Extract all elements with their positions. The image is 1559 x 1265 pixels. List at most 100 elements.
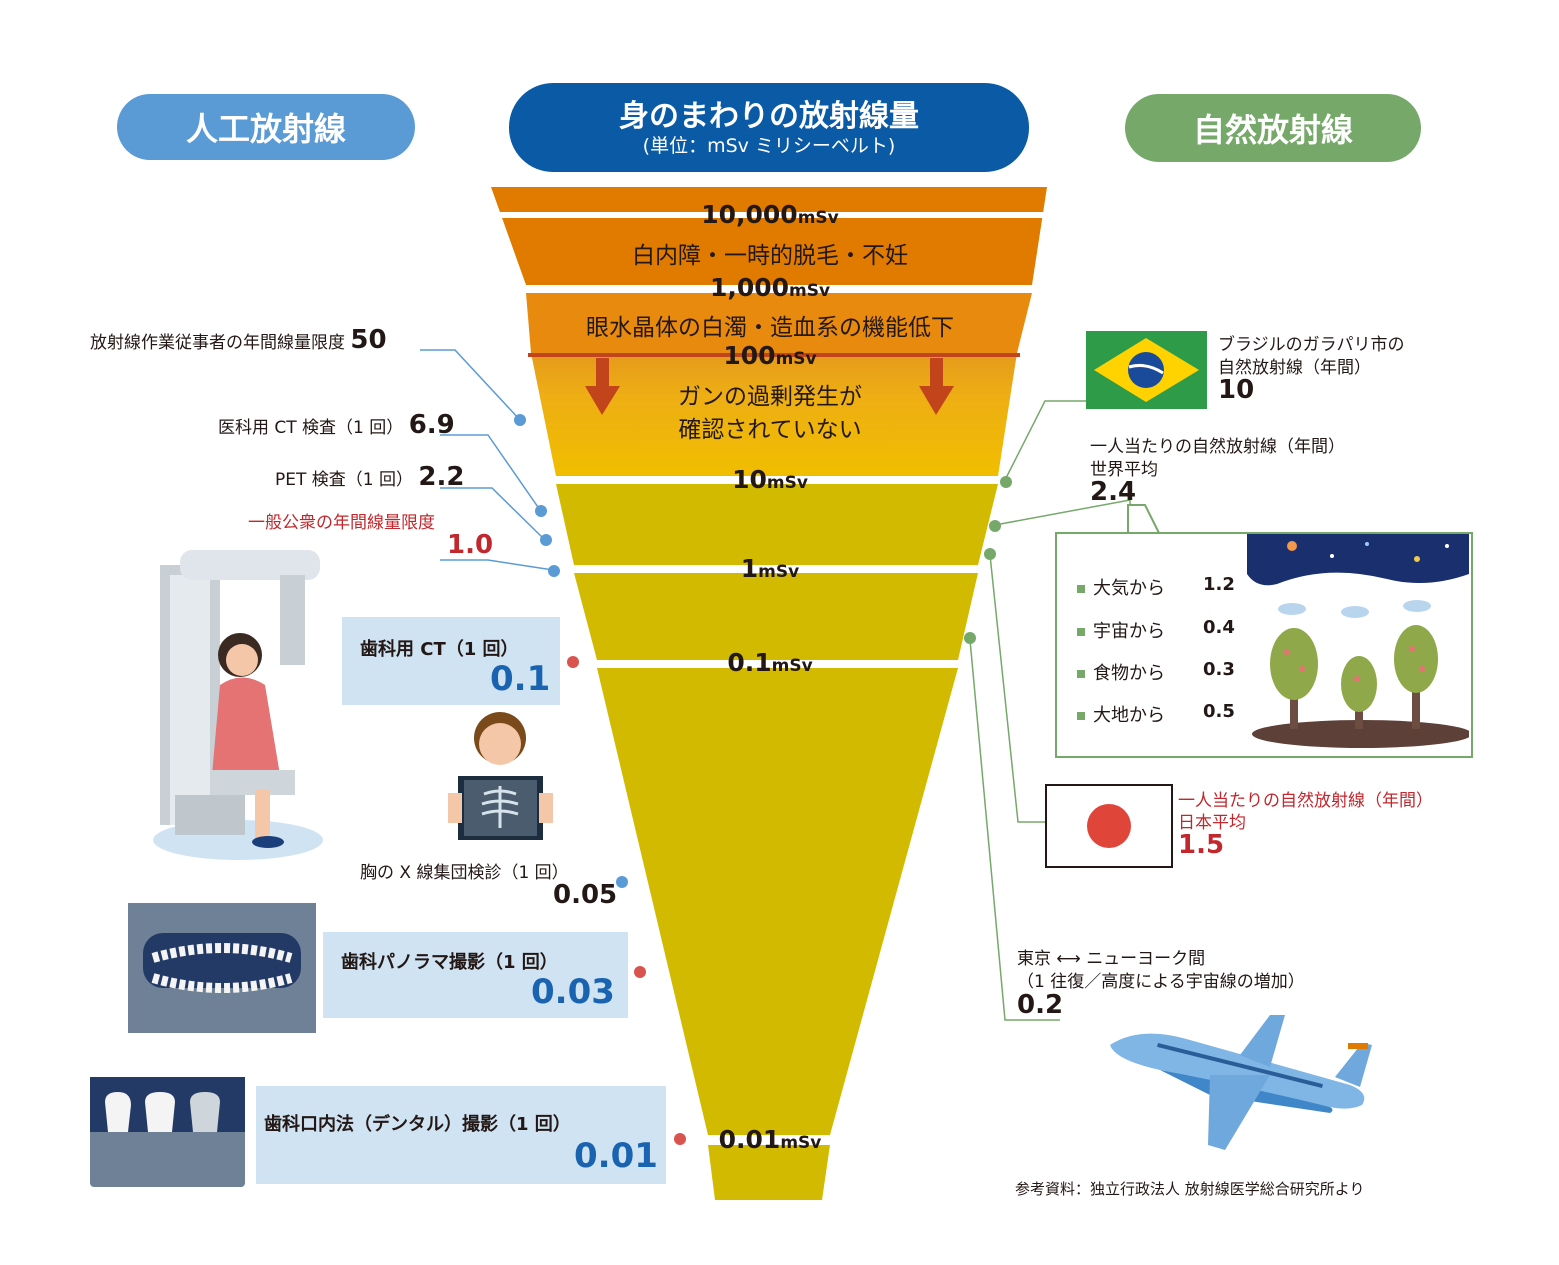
dental-xray-label: 歯科口内法（デンタル）撮影（1 回）: [264, 1114, 571, 1135]
breakdown-row: 食物から 0.3: [1077, 659, 1235, 685]
brazil-flag-icon: [1086, 331, 1207, 409]
medical-ct-dot: [535, 505, 547, 517]
airplane-icon: [1110, 1015, 1372, 1150]
funnel-band-001: [708, 1145, 830, 1200]
tier-label-100: 100mSv: [723, 341, 817, 370]
breakdown-dot: [984, 548, 996, 560]
pet-scan: PET 検査（1 回） 2.2: [275, 462, 464, 492]
breakdown-value: 0.3: [1203, 659, 1235, 680]
dental-xray-icon: [90, 1077, 245, 1187]
breakdown-row: 宇宙から 0.4: [1077, 617, 1235, 643]
tier-label-1: 1mSv: [740, 554, 800, 583]
japan-flag-art: [1087, 804, 1131, 848]
panoramic-xray-icon: [128, 903, 316, 1033]
breakdown-label: 宇宙から: [1093, 621, 1165, 642]
breakdown-label: 大気から: [1093, 578, 1165, 599]
panorama-value: 0.03: [531, 972, 615, 1012]
dental-ct-dot: [567, 656, 579, 668]
dental-ct-label: 歯科用 CT（1 回）: [360, 639, 519, 660]
medical-ct: 医科用 CT 検査（1 回） 6.9: [218, 410, 455, 440]
landscape-sky-trees-icon: [1247, 534, 1469, 748]
breakdown-row: 大地から 0.5: [1077, 701, 1235, 727]
center-unit: (単位：mSv ミリシーベルト): [642, 134, 896, 157]
center-header: 身のまわりの放射線量 (単位：mSv ミリシーベルト): [509, 83, 1029, 172]
brazil-line2: 自然放射線（年間）: [1218, 358, 1371, 378]
center-title: 身のまわりの放射線量: [619, 98, 919, 134]
bullet-square-icon: [1077, 628, 1085, 636]
public-limit-label: 一般公衆の年間線量限度: [248, 513, 435, 533]
funnel-band-10: [556, 484, 998, 565]
japan-value: 1.5: [1178, 830, 1225, 860]
breakdown-value: 0.5: [1203, 701, 1235, 722]
world-line1: 一人当たりの自然放射線（年間）: [1090, 437, 1345, 457]
dental-xray-value: 0.01: [574, 1136, 658, 1176]
panorama-dot: [634, 966, 646, 978]
flight-note: （1 往復／高度による宇宙線の増加）: [1017, 972, 1305, 992]
world-value: 2.4: [1090, 477, 1137, 507]
funnel-band-10000: [491, 187, 1047, 285]
panorama-box: 歯科パノラマ撮影（1 回） 0.03: [323, 932, 628, 1018]
natural-radiation-header: 自然放射線: [1125, 94, 1421, 162]
worker-limit-label: 放射線作業従事者の年間線量限度: [90, 333, 345, 353]
chest-xray-dot: [616, 876, 628, 888]
chest-xray-label: 胸の X 線集団検診（1 回）: [360, 863, 569, 883]
tier-label-10: 10mSv: [732, 465, 808, 494]
brazil-line1: ブラジルのガラパリ市の: [1218, 335, 1405, 355]
pet-scan-label: PET 検査（1 回）: [275, 470, 414, 490]
flight-value: 0.2: [1017, 990, 1064, 1020]
natural-radiation-title: 自然放射線: [1192, 111, 1353, 149]
chest-xray-person-icon: [448, 712, 553, 840]
dental-ct-scanner-icon: [153, 550, 323, 860]
breakdown-row: 大気から 1.2: [1077, 574, 1235, 600]
down-arrow-right-icon: [919, 358, 954, 415]
funnel-band-100: [531, 353, 1017, 476]
down-arrow-left-icon: [585, 358, 620, 415]
flight-from: 東京: [1017, 949, 1051, 969]
breakdown-value: 1.2: [1203, 574, 1235, 595]
chest-xray-value: 0.05: [553, 880, 618, 910]
double-arrow-icon: ⟷: [1056, 949, 1081, 969]
dental-ct-value: 0.1: [490, 659, 551, 699]
effect-cancer-line1: ガンの過剰発生が: [678, 384, 862, 410]
bullet-square-icon: [1077, 712, 1085, 720]
artificial-radiation-title: 人工放射線: [185, 110, 346, 148]
worker-limit-dot: [514, 414, 526, 426]
medical-ct-label: 医科用 CT 検査（1 回）: [218, 418, 404, 438]
funnel-band-1000: [526, 293, 1032, 353]
funnel-band-1: [574, 573, 978, 660]
tier-label-0-1: 0.1mSv: [727, 648, 813, 677]
medical-ct-value: 6.9: [408, 410, 455, 440]
dental-xray-box: 歯科口内法（デンタル）撮影（1 回） 0.01: [256, 1086, 666, 1184]
breakdown-label: 食物から: [1093, 663, 1165, 684]
worker-limit-value: 50: [350, 325, 387, 355]
brazil-dot: [1000, 476, 1012, 488]
funnel-band-01: [597, 668, 958, 1135]
source-credit: 参考資料：独立行政法人 放射線医学総合研究所より: [1015, 1180, 1365, 1198]
world-dot: [989, 520, 1001, 532]
pet-scan-dot: [540, 534, 552, 546]
dental-xray-dot: [674, 1133, 686, 1145]
bullet-square-icon: [1077, 585, 1085, 593]
public-limit-dot: [548, 565, 560, 577]
natural-breakdown-box: 大気から 1.2 宇宙から 0.4 食物から 0.3 大地から 0.5: [1055, 532, 1473, 758]
flight-dot: [964, 632, 976, 644]
effect-lens-opacity: 眼水晶体の白濁・造血系の機能低下: [586, 315, 954, 341]
tier-label-0-01: 0.01mSv: [718, 1125, 822, 1154]
japan-line1: 一人当たりの自然放射線（年間）: [1178, 791, 1433, 811]
breakdown-value: 0.4: [1203, 617, 1235, 638]
flight-to: ニューヨーク間: [1086, 949, 1206, 969]
pet-scan-value: 2.2: [418, 462, 465, 492]
dental-ct-box: 歯科用 CT（1 回） 0.1: [342, 617, 560, 705]
tier-label-10000: 10,000mSv: [701, 200, 839, 229]
panorama-label: 歯科パノラマ撮影（1 回）: [341, 952, 558, 973]
japan-line2: 日本平均: [1178, 813, 1246, 833]
world-line2: 世界平均: [1090, 460, 1158, 480]
worker-limit: 放射線作業従事者の年間線量限度 50: [90, 325, 387, 355]
breakdown-label: 大地から: [1093, 705, 1165, 726]
artificial-radiation-header: 人工放射線: [117, 94, 415, 160]
bullet-square-icon: [1077, 670, 1085, 678]
effect-cataract: 白内障・一時的脱毛・不妊: [632, 243, 908, 269]
tier-label-1000: 1,000mSv: [709, 273, 831, 302]
flight-route: 東京 ⟷ ニューヨーク間: [1017, 944, 1205, 969]
